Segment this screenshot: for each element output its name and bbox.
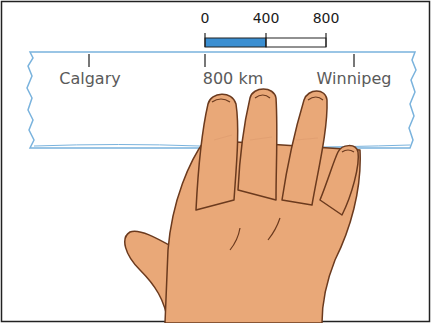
knuckle-line [214, 135, 232, 140]
fingernail [212, 99, 230, 102]
fingernail [342, 150, 354, 152]
fingernail [255, 95, 270, 98]
hand-pinky [320, 146, 358, 215]
hand-index-finger [196, 94, 238, 210]
knuckle-line [296, 138, 318, 140]
knuckle-line [250, 137, 272, 140]
scale-number: 0 [201, 10, 210, 26]
strip-tick [88, 54, 90, 67]
hand-ring-finger [282, 91, 327, 205]
place-label: 800 km [203, 69, 263, 88]
paper-strip-band: Calgary 800 km Winnipeg [30, 52, 415, 148]
palm-crease [268, 218, 280, 240]
strip-tick [353, 54, 355, 67]
strip-tick [204, 54, 206, 67]
scale-tick [204, 33, 205, 47]
palm-crease [230, 228, 240, 250]
scale-bar-filled [205, 38, 266, 47]
place-label: Calgary [59, 69, 120, 88]
scale-bar-empty [266, 38, 326, 47]
scale-number: 400 [253, 10, 280, 26]
place-label: Winnipeg [317, 69, 392, 88]
hand-middle-finger [238, 89, 277, 200]
fingernail [308, 97, 323, 100]
scale-tick [265, 33, 266, 47]
scale-tick [325, 33, 326, 47]
scale-number: 800 [313, 10, 340, 26]
